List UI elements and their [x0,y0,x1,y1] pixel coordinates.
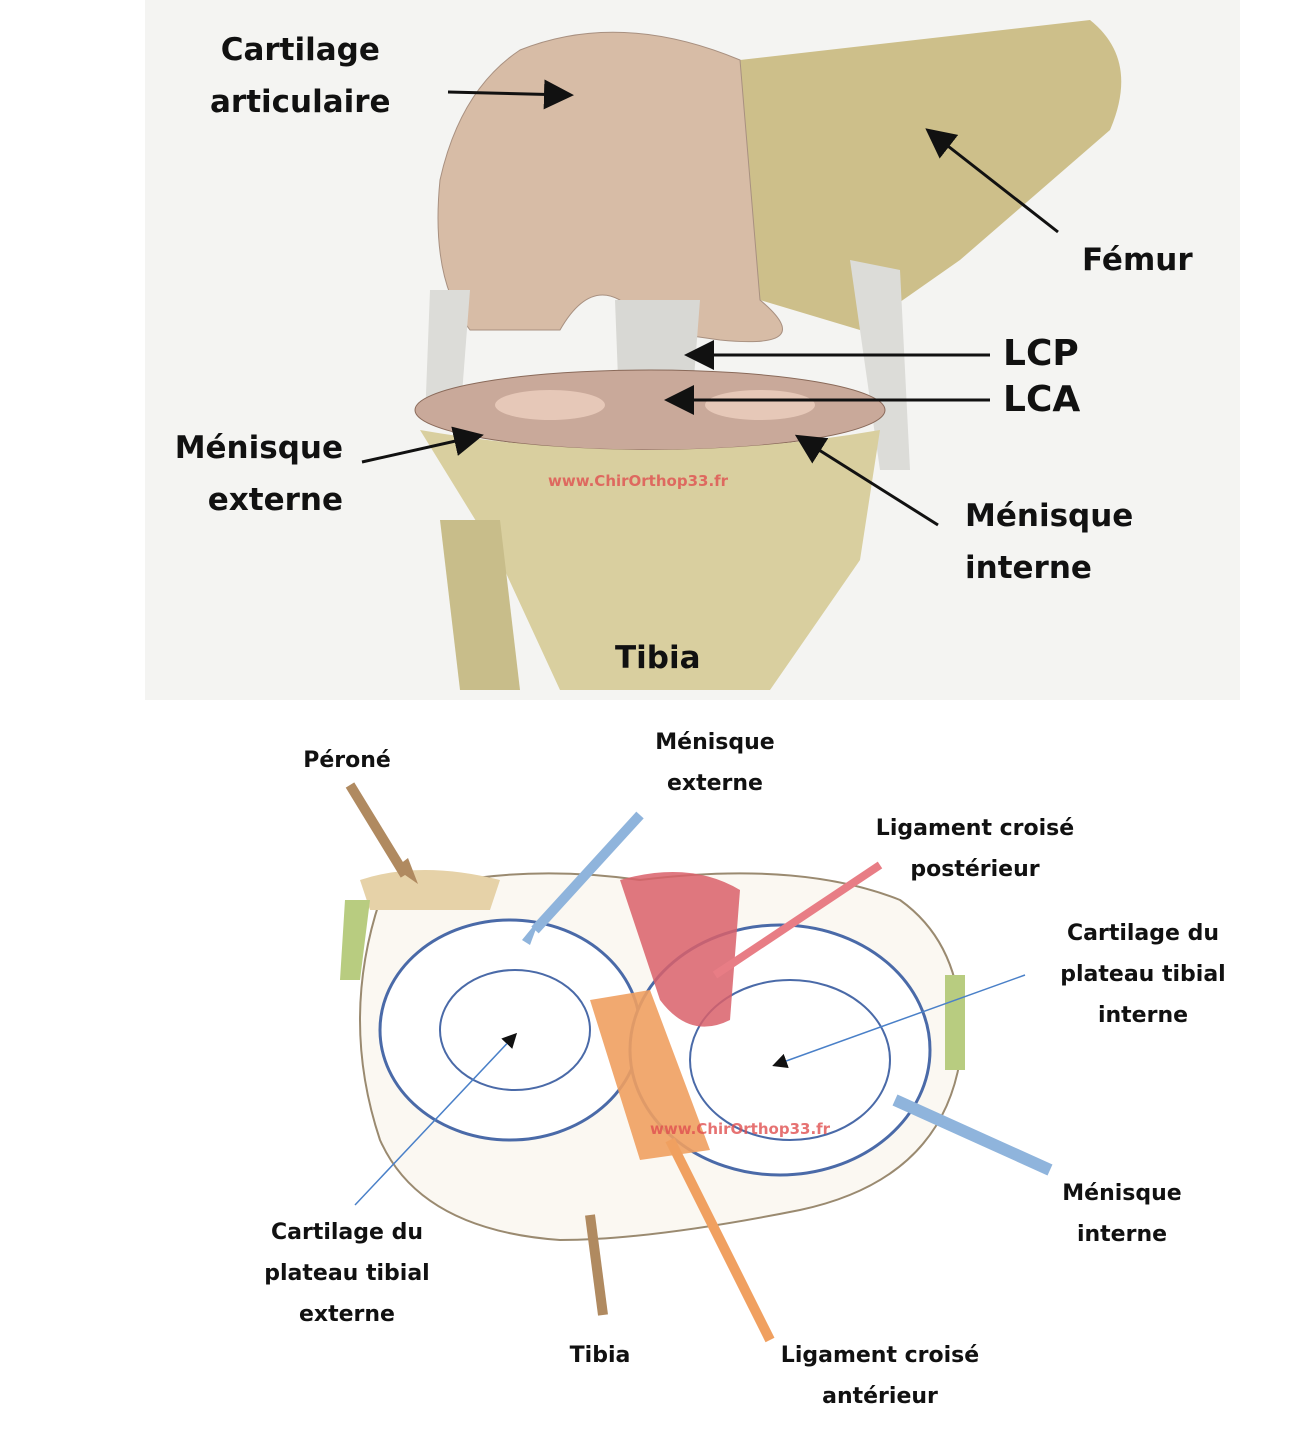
label-lca: LCA [1003,379,1081,420]
anterior-cruciate-ligament [590,990,710,1160]
cartilage-externe-arrow [354,1032,518,1206]
label-tibia-top: Tibia [615,640,701,676]
label-femur: Fémur [1082,242,1193,278]
knee-front-illustration [145,0,1240,700]
label-cartilage-articulaire: Cartilage articulaire [210,32,391,120]
femoral-condyles [437,31,783,343]
femur-shaft [740,20,1122,330]
perone-arrow [345,782,410,878]
posterior-cruciate-ligament [620,872,740,1027]
tibial-plateau-illustration [340,782,1053,1343]
label-menisque-externe-bottom: Ménisque externe [655,730,775,796]
watermark-top: www.ChirOrthop33.fr [548,472,729,490]
menisque-interne-arrow [892,1094,1053,1176]
label-lcp: LCP [1003,333,1079,374]
watermark-bottom: www.ChirOrthop33.fr [650,1120,831,1138]
label-cartilage-plateau-externe: Cartilage du plateau tibial externe [264,1220,430,1327]
label-cartilage-plateau-interne: Cartilage du plateau tibial interne [1060,921,1226,1028]
label-ligament-croise-posterieur: Ligament croisé postérieur [875,816,1075,882]
tibia-bone [420,430,880,690]
fibula-head [360,870,500,910]
label-menisque-interne-top: Ménisque interne [965,498,1134,586]
tibia-arrow [585,1214,608,1316]
cartilage-interne-arrow [772,974,1026,1068]
label-perone: Péroné [303,748,391,773]
menisque-externe-arrow [531,811,644,934]
label-menisque-externe-top: Ménisque externe [174,430,343,518]
label-menisque-interne-bottom: Ménisque interne [1062,1181,1182,1247]
lcp-arrow [712,861,883,979]
lca-arrow [665,1137,775,1343]
fibula-bone [440,520,520,690]
menisci [414,369,886,451]
label-ligament-croise-anterieur: Ligament croisé antérieur [780,1343,980,1409]
label-tibia-bottom: Tibia [569,1343,631,1368]
